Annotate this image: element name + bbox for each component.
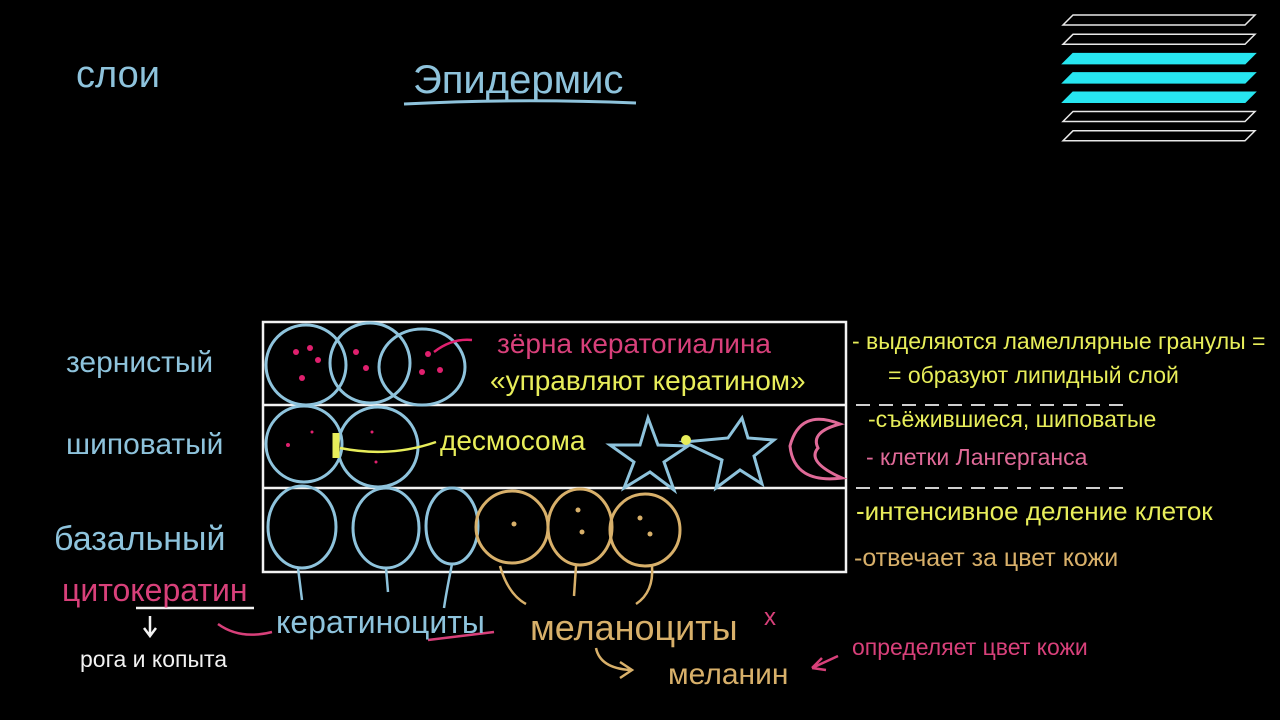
cytokeratin-label: цитокератин bbox=[62, 572, 248, 608]
keratohyalin-granule bbox=[425, 351, 431, 357]
cell-dot bbox=[370, 430, 374, 434]
granular-cell bbox=[377, 327, 467, 407]
stack-layer-highlighted bbox=[1061, 91, 1257, 103]
note-skin-color: определяет цвет кожи bbox=[852, 634, 1088, 660]
granular-cell bbox=[328, 321, 412, 405]
x-mark: x bbox=[764, 604, 776, 631]
spinous-cell bbox=[336, 405, 420, 489]
keratohyalin-granule bbox=[315, 357, 321, 363]
keratohyalin-granule bbox=[437, 367, 443, 373]
note-basal-1: -интенсивное деление клеток bbox=[856, 496, 1213, 526]
stack-layer bbox=[1061, 130, 1257, 142]
keratinocyte-link bbox=[442, 563, 454, 609]
melanin-arrowhead bbox=[619, 660, 635, 680]
page-title: Эпидермис bbox=[413, 58, 624, 102]
keratin-control-label: «управляют кератином» bbox=[490, 365, 806, 396]
skin-color-arrow bbox=[811, 654, 839, 672]
epidermis-box bbox=[261, 320, 848, 574]
spinous-cell bbox=[264, 404, 344, 484]
keratinocyte-cell bbox=[351, 486, 421, 570]
note-granular-2: = образуют липидный слой bbox=[888, 362, 1179, 388]
spinous-star-cell bbox=[678, 414, 778, 492]
note-granular-1: - выделяются ламеллярные гранулы = bbox=[852, 328, 1266, 354]
desmosome-dot bbox=[681, 435, 691, 445]
keratohyalin-granule bbox=[363, 365, 369, 371]
melanin-dot bbox=[579, 529, 585, 535]
layer-stack-icon bbox=[1061, 14, 1257, 142]
granular-cell bbox=[264, 323, 348, 407]
melanocytes-label: меланоциты bbox=[530, 607, 738, 648]
stack-layer bbox=[1061, 33, 1257, 46]
melanin-arrow bbox=[594, 647, 631, 672]
desmosome-label: десмосома bbox=[440, 425, 586, 456]
melanocyte-cell bbox=[474, 489, 550, 565]
melanocyte-cell bbox=[546, 487, 614, 567]
cell-dot bbox=[286, 443, 290, 447]
melanin-dot bbox=[637, 515, 643, 521]
keratinocyte-link bbox=[384, 567, 390, 593]
granule-pointer bbox=[433, 338, 473, 353]
desmosome-pointer bbox=[339, 440, 437, 454]
melanocyte-link bbox=[572, 565, 578, 597]
melanin-dot bbox=[575, 507, 581, 513]
note-basal-2: -отвечает за цвет кожи bbox=[854, 544, 1119, 572]
keratohyalin-granule bbox=[419, 369, 425, 375]
keratohyalin-label: зёрна кератогиалина bbox=[497, 328, 771, 359]
keratinocyte-cell bbox=[266, 484, 338, 570]
keratohyalin-granule bbox=[293, 349, 299, 355]
stack-layer-highlighted bbox=[1061, 52, 1257, 65]
cell-dot bbox=[310, 430, 314, 434]
cytokeratin-squiggle bbox=[217, 622, 273, 636]
layer-label-granular: зернистый bbox=[66, 346, 214, 379]
note-spinous-1: -съёжившиеся, шиповатые bbox=[868, 406, 1157, 432]
layer-label-spinous: шиповатый bbox=[66, 428, 224, 461]
keratinocyte-squiggle bbox=[427, 630, 495, 642]
melanocyte-cell bbox=[608, 492, 682, 568]
melanin-label: меланин bbox=[668, 658, 789, 691]
layers-heading: слои bbox=[76, 54, 160, 96]
keratinocytes-label: кератиноциты bbox=[276, 604, 485, 640]
keratohyalin-granule bbox=[299, 375, 305, 381]
melanin-dot bbox=[647, 531, 653, 537]
stack-layer bbox=[1061, 14, 1257, 26]
melanocyte-link bbox=[635, 565, 654, 606]
keratohyalin-granule bbox=[353, 349, 359, 355]
horns-arrow bbox=[143, 616, 157, 639]
title-underline bbox=[403, 99, 637, 106]
melanocyte-link bbox=[498, 565, 527, 606]
keratohyalin-granule bbox=[307, 345, 313, 351]
langerhans-cell bbox=[788, 417, 848, 481]
keratinocyte-link bbox=[296, 567, 304, 601]
note-spinous-2: - клетки Лангерганса bbox=[866, 444, 1088, 470]
keratinocyte-cell bbox=[424, 486, 480, 566]
cell-dot bbox=[374, 460, 378, 464]
stack-layer-highlighted bbox=[1061, 72, 1257, 84]
melanin-dot bbox=[511, 521, 517, 527]
spinous-star-cell bbox=[605, 413, 693, 495]
layer-label-basal: базальный bbox=[54, 520, 226, 558]
stack-layer bbox=[1061, 110, 1257, 123]
horns-label: рога и копыта bbox=[80, 646, 228, 672]
